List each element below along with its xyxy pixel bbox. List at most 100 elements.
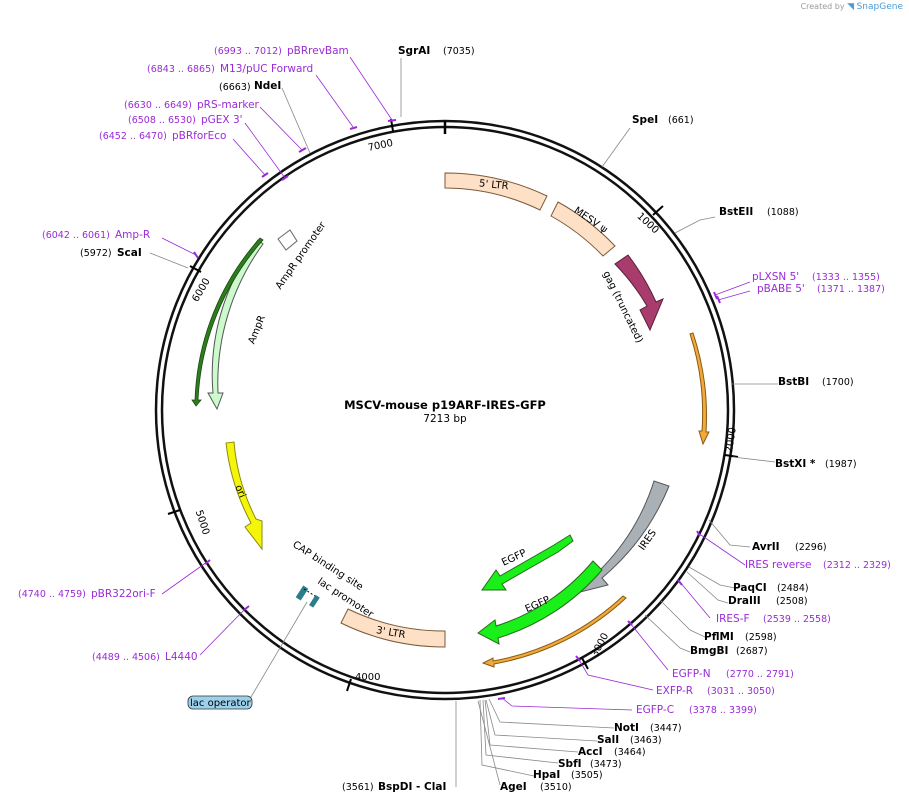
primer-pgex-3-pos: (6508 .. 6530): [128, 115, 196, 126]
primer-exfp-r-name: EXFP-R: [656, 685, 693, 697]
feature-egfp-inner: [481, 534, 574, 591]
primer-egfp-c-name: EGFP-C: [636, 704, 674, 716]
primer-pbrrevbam-pos: (6993 .. 7012): [214, 46, 282, 57]
feature-egfp-outer: [477, 560, 603, 645]
site-bstbi-pos: (1700): [822, 377, 854, 388]
primer-prs-marker-name: pRS-marker: [197, 99, 260, 111]
tick-2000-label: 2000: [724, 427, 739, 454]
tick-1000-mark: [652, 205, 664, 216]
site-sgrai-pos: (7035): [443, 46, 475, 57]
primer-plxsn-5-pos: (1333 .. 1355): [812, 272, 880, 283]
snapgene-brand: Created by ◥ SnapGene: [801, 2, 903, 12]
primer-pbr322ori-f-name: pBR322ori-F: [91, 588, 156, 600]
tick-4000-mark: [346, 678, 352, 692]
site-sgrai-name: SgrAI: [398, 45, 430, 57]
tick-3000-mark: [581, 657, 589, 670]
site-sali-name: SalI: [597, 734, 619, 746]
site-ndei-pos: (6663): [219, 82, 251, 93]
site-bsteii-pos: (1088): [767, 207, 799, 218]
primer-pbabe-5-pos: (1371 .. 1387): [817, 284, 885, 295]
tick-5000-mark: [167, 509, 181, 515]
site-scai-name: ScaI: [117, 247, 142, 259]
site-agei-name: AgeI: [500, 781, 527, 793]
site-bstxi-name: BstXI *: [775, 458, 816, 470]
tick-6000-mark: [189, 265, 202, 273]
primer-ires-f-pos: (2539 .. 2558): [763, 614, 831, 625]
primer-pgex-3-name: pGEX 3': [201, 114, 243, 126]
primer-pbabe-5-name: pBABE 5': [757, 283, 805, 295]
snapgene-logo-icon: ◥: [847, 2, 855, 12]
site-draiii-name: DraIII: [728, 595, 761, 607]
site-spei-pos: (661): [668, 115, 694, 126]
primer-l4440-pos: (4489 .. 4506): [92, 652, 160, 663]
feature-3-ltr-label: 3' LTR: [375, 625, 406, 641]
site-sbfi-pos: (3473): [590, 759, 622, 770]
site-bsteii-name: BstEII: [719, 206, 753, 218]
feature-orange-arc-1: [689, 332, 710, 446]
feature-5-ltr: [444, 172, 548, 211]
primer-m13-puc-forward-pos: (6843 .. 6865): [147, 64, 215, 75]
feature-cap-block: [309, 594, 320, 608]
site-paqci-pos: (2484): [777, 583, 809, 594]
primer-pbr322ori-f-pos: (4740 .. 4759): [18, 589, 86, 600]
feature-3-ltr: [340, 608, 446, 648]
primer-exfp-r-pos: (3031 .. 3050): [707, 686, 775, 697]
feature-ori: [225, 441, 263, 551]
tick-7000-label: 7000: [367, 138, 394, 154]
feature-ori-label: ori: [232, 483, 247, 499]
site-paqci-name: PaqCI: [733, 582, 767, 594]
primer-egfp-n-name: EGFP-N: [672, 668, 711, 680]
site-pflmi-name: PflMI: [704, 631, 734, 643]
primer-ires-reverse-name: IRES reverse: [745, 559, 812, 571]
site-avrii-name: AvrII: [752, 541, 780, 553]
primer-l4440-name: L4440: [165, 651, 198, 663]
site-agei-pos: (3510): [540, 782, 572, 793]
created-by-text: Created by: [800, 2, 845, 11]
primer-labels: pBRrevBam (6993 .. 7012) M13/pUC Forward…: [18, 45, 891, 716]
site-bstxi-pos: (1987): [825, 459, 857, 470]
primer-pbrrevbam-name: pBRrevBam: [287, 45, 349, 57]
primer-ires-reverse-pos: (2312 .. 2329): [823, 560, 891, 571]
primer-egfp-c-pos: (3378 .. 3399): [689, 705, 757, 716]
feature-ampr-promoter-arrow: [277, 229, 298, 251]
primer-m13-puc-forward-name: M13/pUC Forward: [220, 63, 313, 75]
site-ndei-name: NdeI: [254, 80, 281, 92]
site-bspdi-clai-name: BspDI - ClaI: [378, 781, 446, 793]
primer-pbrforeco-pos: (6452 .. 6470): [99, 131, 167, 142]
site-hpai-name: HpaI: [533, 769, 560, 781]
site-bmgbi-pos: (2687): [736, 646, 768, 657]
feature-mesv-psi: [550, 201, 616, 257]
lac-operator-leader: [250, 601, 308, 698]
primer-pbrforeco-name: pBRforEco: [172, 130, 226, 142]
tick-4000-label: 4000: [355, 672, 380, 683]
site-acci-name: AccI: [578, 746, 602, 758]
feature-lac-operator-block: [295, 585, 309, 601]
site-scai-pos: (5972): [80, 248, 112, 259]
primer-plxsn-5-name: pLXSN 5': [752, 271, 799, 283]
site-noti-name: NotI: [614, 722, 639, 734]
site-avrii-pos: (2296): [795, 542, 827, 553]
feature-gag-truncated: [614, 254, 664, 332]
site-draiii-pos: (2508): [776, 596, 808, 607]
primer-amp-r-name: Amp-R: [115, 229, 150, 241]
site-sbfi-name: SbfI: [558, 758, 582, 770]
primer-leaders: [161, 56, 751, 711]
site-leaders: [149, 58, 778, 787]
site-hpai-pos: (3505): [571, 770, 603, 781]
tick-3000-label: 3000: [590, 631, 612, 659]
primer-prs-marker-pos: (6630 .. 6649): [124, 100, 192, 111]
plasmid-size: 7213 bp: [423, 413, 467, 425]
site-bstbi-name: BstBI: [778, 376, 809, 388]
site-acci-pos: (3464): [614, 747, 646, 758]
site-sali-pos: (3463): [630, 735, 662, 746]
tick-2000-mark: [724, 454, 739, 458]
site-labels: SgrAI (7035) SpeI (661) BstEII (1088) Bs…: [80, 45, 857, 793]
site-bspdi-clai-pos: (3561): [342, 782, 374, 793]
lac-operator-badge: [187, 695, 253, 710]
primer-ires-f-name: IRES-F: [716, 613, 750, 625]
tick-5000-label: 5000: [193, 509, 211, 537]
snapgene-name: SnapGene: [856, 2, 903, 12]
primer-amp-r-pos: (6042 .. 6061): [42, 230, 110, 241]
feature-ampr-promoter-label: AmpR promoter: [274, 219, 329, 291]
site-noti-pos: (3447): [650, 723, 682, 734]
